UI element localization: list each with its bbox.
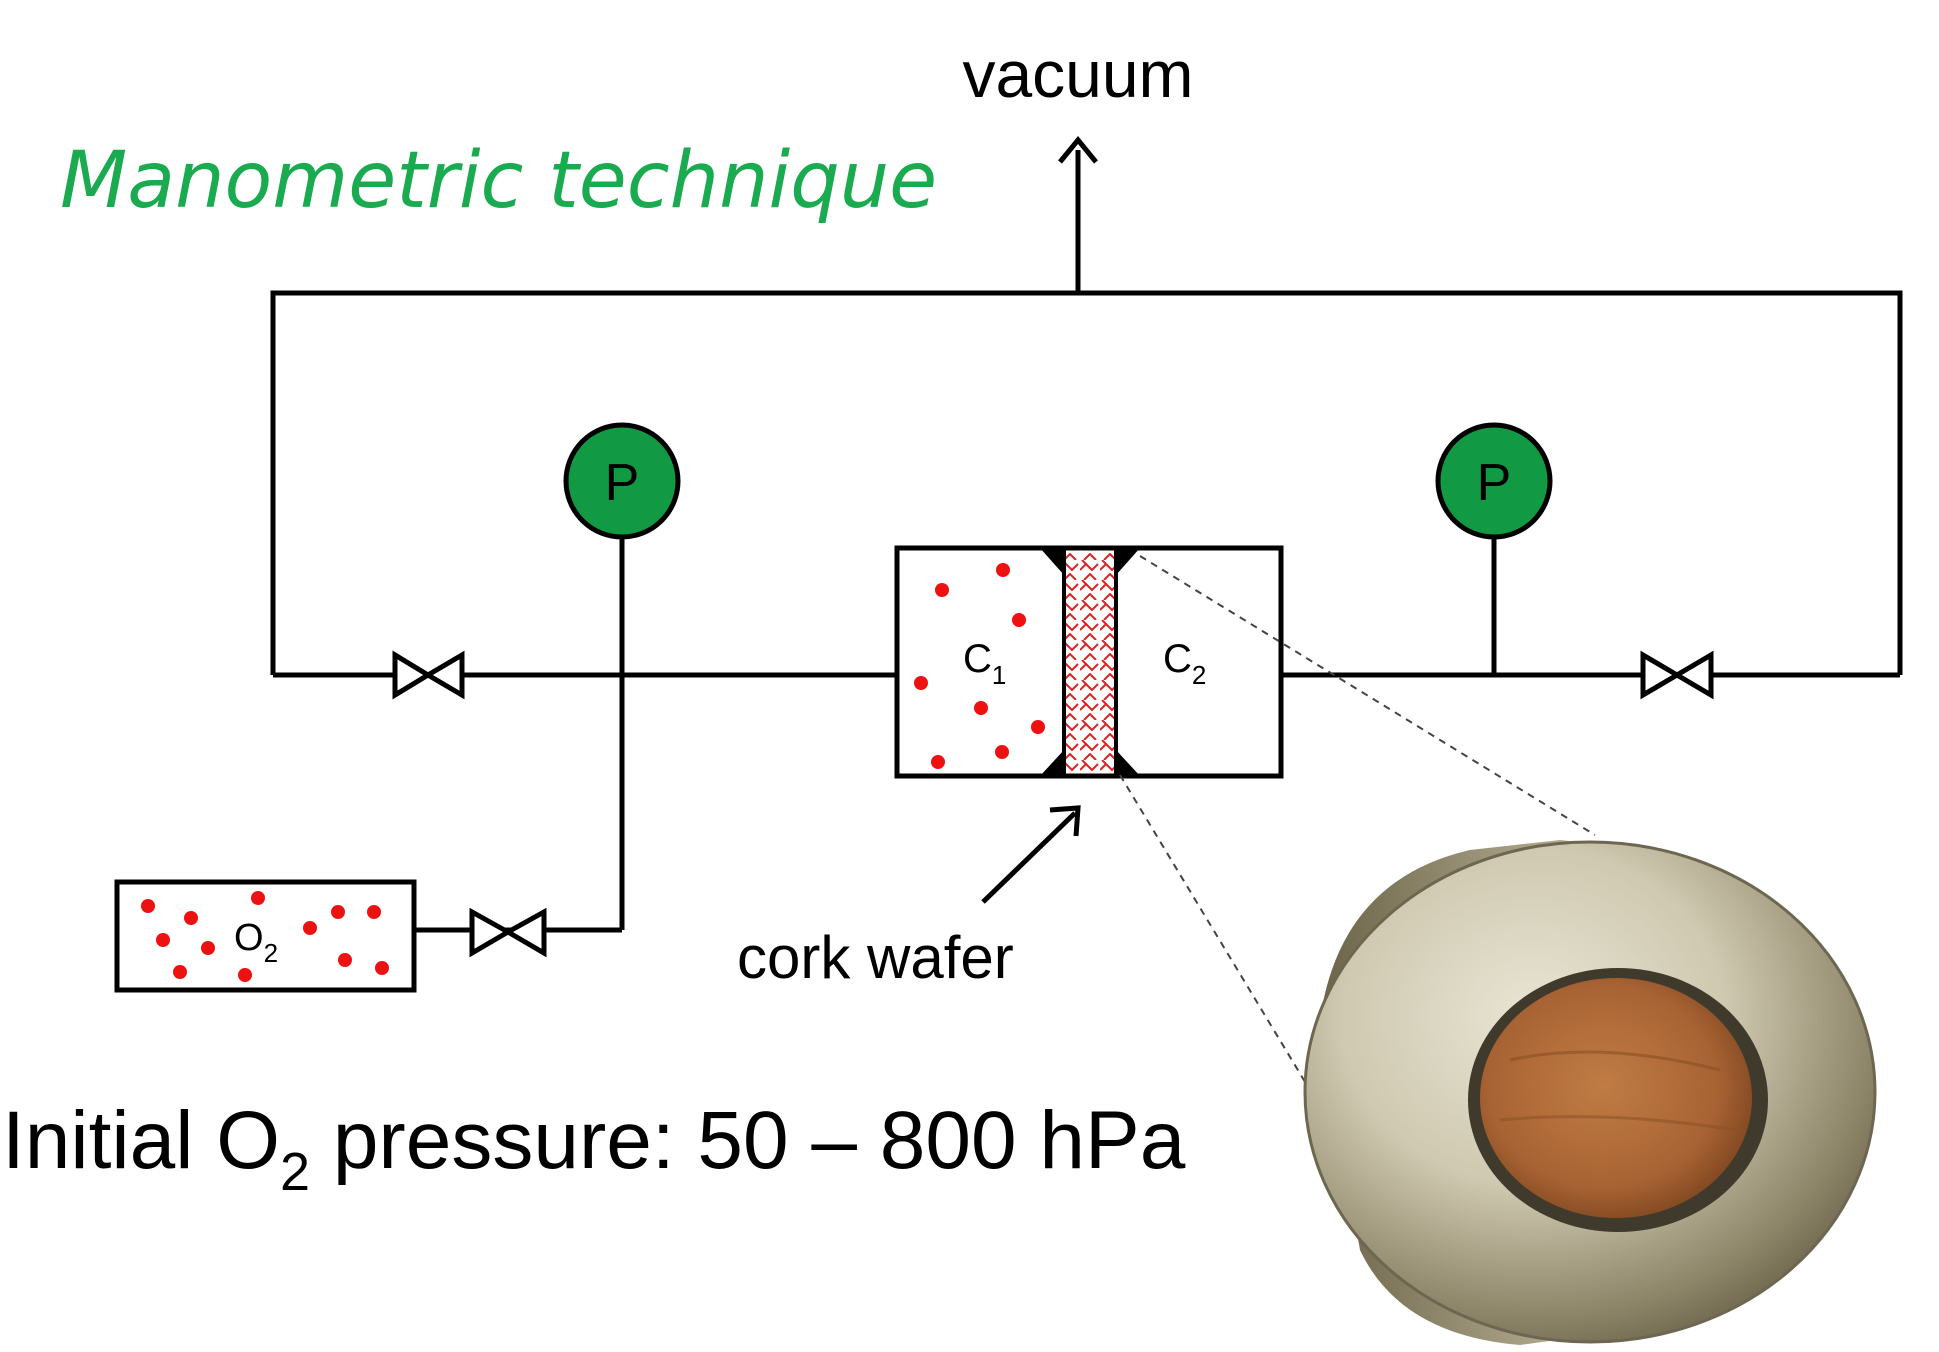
oxygen-molecules-c1 [914,563,1045,769]
initial-pressure-text: Initial O2 pressure: 50 – 800 hPa [2,1095,1186,1202]
chamber-c2-label: C2 [1163,637,1206,690]
pressure-gauge-right: P [1435,422,1553,540]
cork-wafer [1062,546,1118,778]
pressure-gauge-left: P [563,422,681,540]
valve-left[interactable] [392,650,465,700]
oxygen-reservoir: O2 [114,879,417,993]
cork-arrow-head [1049,805,1081,837]
zoom-line-top [1139,555,1596,836]
valve-reservoir[interactable] [469,907,547,958]
zoom-line-bottom [1119,774,1323,1111]
vacuum-manifold [270,290,1903,675]
cell-photo [1303,840,1877,1345]
vacuum-arrow-head [1058,136,1098,164]
cork-wafer-label: cork wafer [737,924,1014,991]
valve-right[interactable] [1640,650,1714,700]
diffusion-cell: C1 C2 [894,545,1284,779]
diagram-title: Manometric technique [60,136,937,226]
chamber-c1-label: C1 [963,637,1006,690]
vacuum-label: vacuum [962,37,1193,111]
gauge-left-label: P [605,454,640,512]
oxygen-molecules-reservoir [141,891,389,982]
gauge-right-label: P [1477,454,1512,512]
reservoir-label: O2 [234,917,278,968]
cork-arrow-line [981,811,1077,904]
